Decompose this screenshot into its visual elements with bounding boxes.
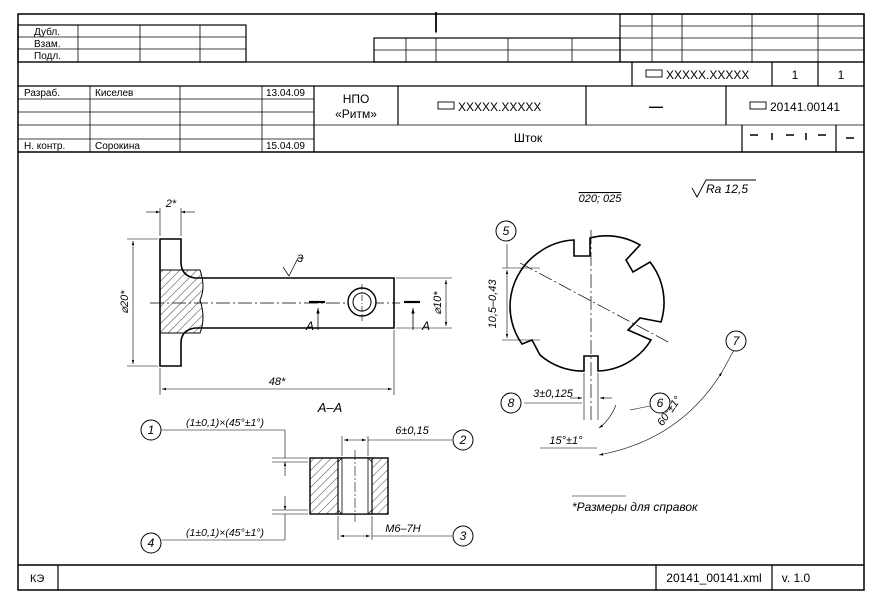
code-frame-icon — [645, 69, 663, 78]
part-number: 20141.00141 — [770, 100, 840, 114]
callout-4: 4 — [148, 536, 155, 550]
vzam-label: Взам. — [34, 39, 60, 50]
slot-note: 020; 025 — [579, 193, 623, 205]
title-block — [17, 13, 865, 153]
slotted-end-view — [502, 230, 735, 456]
nkontr-date: 15.04.09 — [266, 141, 305, 152]
section-mark-left: A — [305, 319, 314, 333]
reference-note: *Размеры для справок — [572, 500, 699, 514]
thread-size: M6–7H — [385, 523, 421, 535]
dim-big-diameter: ⌀20* — [119, 290, 131, 314]
footer-file: 20141_00141.xml — [666, 571, 761, 585]
letter-dashes — [750, 133, 854, 140]
footer-version: v. 1.0 — [782, 571, 811, 585]
callout-7: 7 — [733, 334, 741, 348]
org-line-2: «Ритм» — [335, 107, 377, 121]
callout-1: 1 — [148, 423, 155, 437]
callout-5: 5 — [503, 224, 510, 238]
nkontr-name: Сорокина — [95, 141, 140, 152]
section-mark-right: A — [421, 319, 430, 333]
sheet-number: 1 — [792, 68, 799, 82]
roughness-icon — [691, 179, 756, 198]
callout-3: 3 — [460, 529, 467, 543]
doc-code: XXXXX.XXXXX — [458, 100, 541, 114]
org-line-1: НПО — [343, 92, 370, 106]
sheets-total: 1 — [838, 68, 845, 82]
top-mark: | — [433, 8, 439, 33]
shaft-side-view — [127, 208, 452, 395]
outer-frame — [17, 13, 865, 591]
slot-height: 10,5–0,43 — [487, 279, 499, 329]
dubl-label: Дубл. — [34, 26, 60, 38]
callout-8: 8 — [508, 396, 515, 410]
code-frame-icon — [749, 101, 767, 110]
podl-label: Подл. — [34, 51, 61, 62]
footer-ke: КЭ — [30, 573, 44, 585]
footer-grid — [18, 564, 864, 590]
surface-mark: 3 — [297, 253, 304, 265]
callout-2: 2 — [459, 433, 467, 447]
razrab-label: Разраб. — [24, 87, 60, 99]
dash-mark: — — [649, 98, 663, 114]
nkontr-label: Н. контр. — [24, 141, 65, 152]
roughness-value: Ra 12,5 — [706, 182, 748, 196]
hole-width: 6±0,15 — [395, 425, 429, 437]
doc-code-top: XXXXX.XXXXX — [666, 68, 749, 82]
razrab-name: Киселев — [95, 88, 133, 99]
slot-width: 3±0,125 — [533, 388, 574, 400]
dim-small-diameter: ⌀10* — [432, 291, 444, 315]
callouts — [140, 220, 747, 554]
section-view — [162, 429, 452, 541]
razrab-date: 13.04.09 — [266, 88, 305, 99]
section-title: A–A — [317, 400, 343, 415]
chamfer-top: (1±0,1)×(45°±1°) — [186, 417, 264, 429]
dim-length: 48* — [269, 376, 286, 388]
dim-flange-width: 2* — [165, 198, 177, 210]
angle-small: 15°±1° — [549, 435, 583, 447]
chamfer-bottom: (1±0,1)×(45°±1°) — [186, 527, 264, 539]
part-name: Шток — [514, 131, 543, 145]
code-frame-icon — [437, 101, 455, 110]
callout-6: 6 — [657, 396, 664, 410]
